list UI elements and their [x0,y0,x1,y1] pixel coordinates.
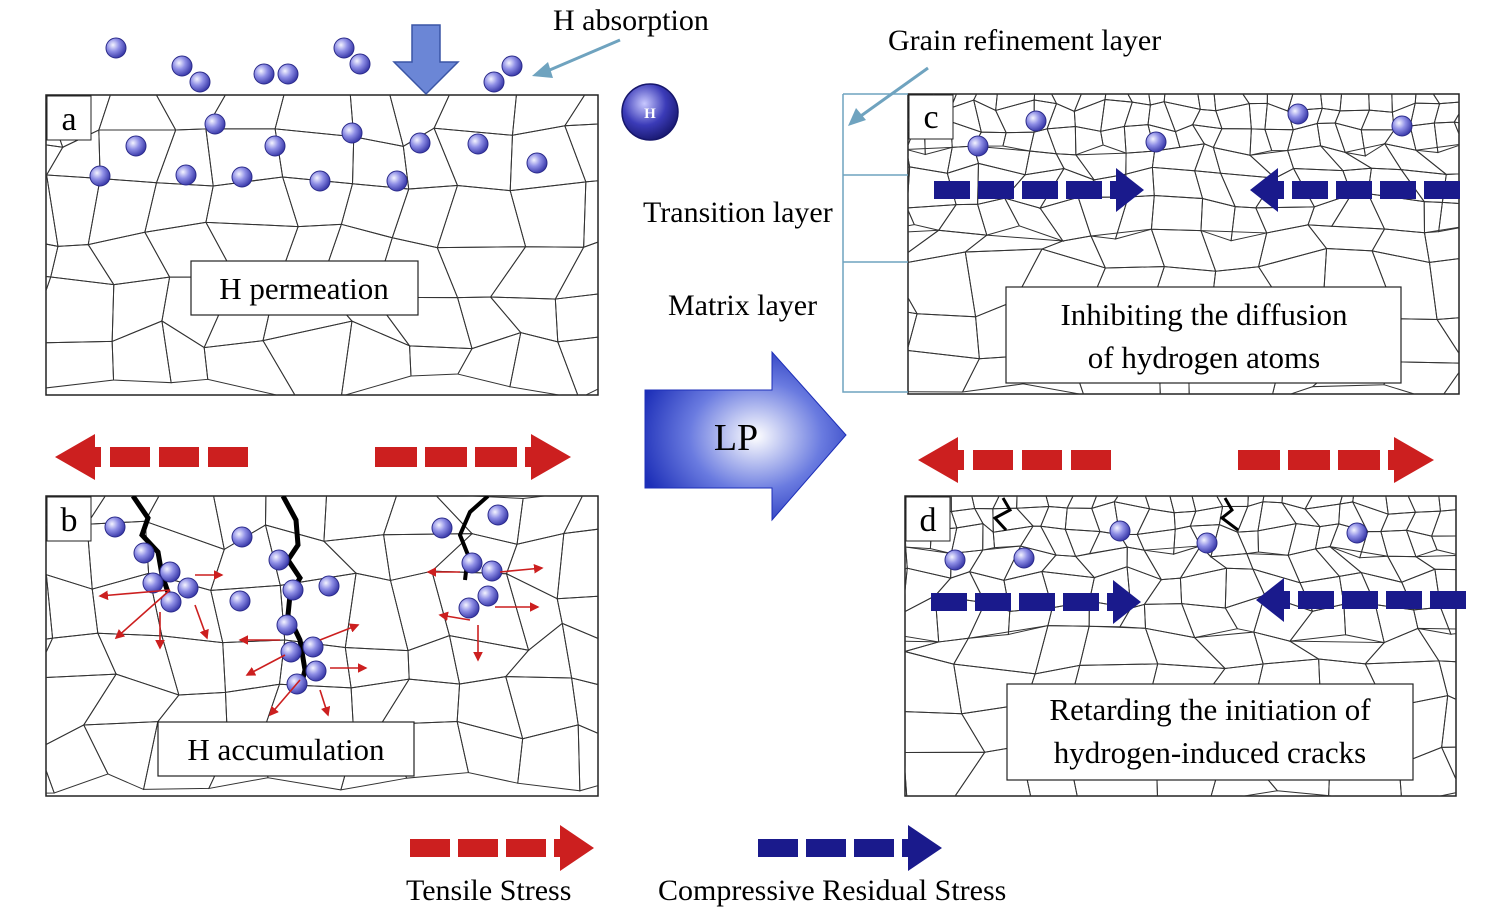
panel-d-compressive-arrow-left [1256,578,1466,622]
panel-c-caption-line1: Inhibiting the diffusion [1060,297,1348,332]
panel-c-letter: c [923,99,938,136]
panel-d-hydrogen-atoms [944,520,1368,571]
grain-refinement-leader [857,66,929,120]
panel-d-letter: d [920,502,937,539]
legend-tensile-arrow-icon [410,825,594,871]
matrix-layer-label: Matrix layer [668,289,817,322]
panel-a-letter: a [61,101,76,138]
h-absorption-leader [544,38,621,74]
panel-b-hydrogen-atoms [104,504,509,695]
panel-a-caption: H permeation [219,271,389,306]
laser-peening-arrow-icon [644,350,847,522]
hydrogen-atom-icon [621,83,679,141]
transition-layer-label: Transition layer [643,196,833,229]
legend-compressive-arrow-icon [758,825,942,871]
panel-c-compressive-arrow-left [1250,168,1460,212]
absorption-down-arrow-icon [392,24,460,96]
panel-a-hydrogen-atoms [89,37,548,192]
panel-d-caption-line1: Retarding the initiation of [1049,692,1371,727]
panel-c-compressive-arrow-right [934,168,1144,212]
panel-b-letter: b [61,502,78,539]
tensile-arrow-left [55,434,248,480]
legend-compressive-label: Compressive Residual Stress [658,874,1006,907]
panel-c-hydrogen-atoms [967,103,1413,157]
legend-tensile-label: Tensile Stress [406,874,571,907]
h-absorption-label: H absorption [553,4,709,37]
panel-d-cracks [992,497,1239,532]
tensile-arrow-right-2 [1238,437,1434,483]
layer-bracket [842,93,908,393]
hydrogen-atom-symbol: H [644,106,656,122]
tensile-arrow-left-2 [918,437,1111,483]
panel-d-caption-line2: hydrogen-induced cracks [1054,735,1366,770]
tensile-arrow-right [375,434,571,480]
lp-label: LP [714,417,758,459]
panel-b-caption: H accumulation [187,732,385,767]
grain-refinement-label: Grain refinement layer [888,24,1161,57]
panel-c-caption-line2: of hydrogen atoms [1088,340,1320,375]
panel-b-stress-arrows [98,563,544,717]
panel-d-compressive-arrow-right [931,580,1141,624]
